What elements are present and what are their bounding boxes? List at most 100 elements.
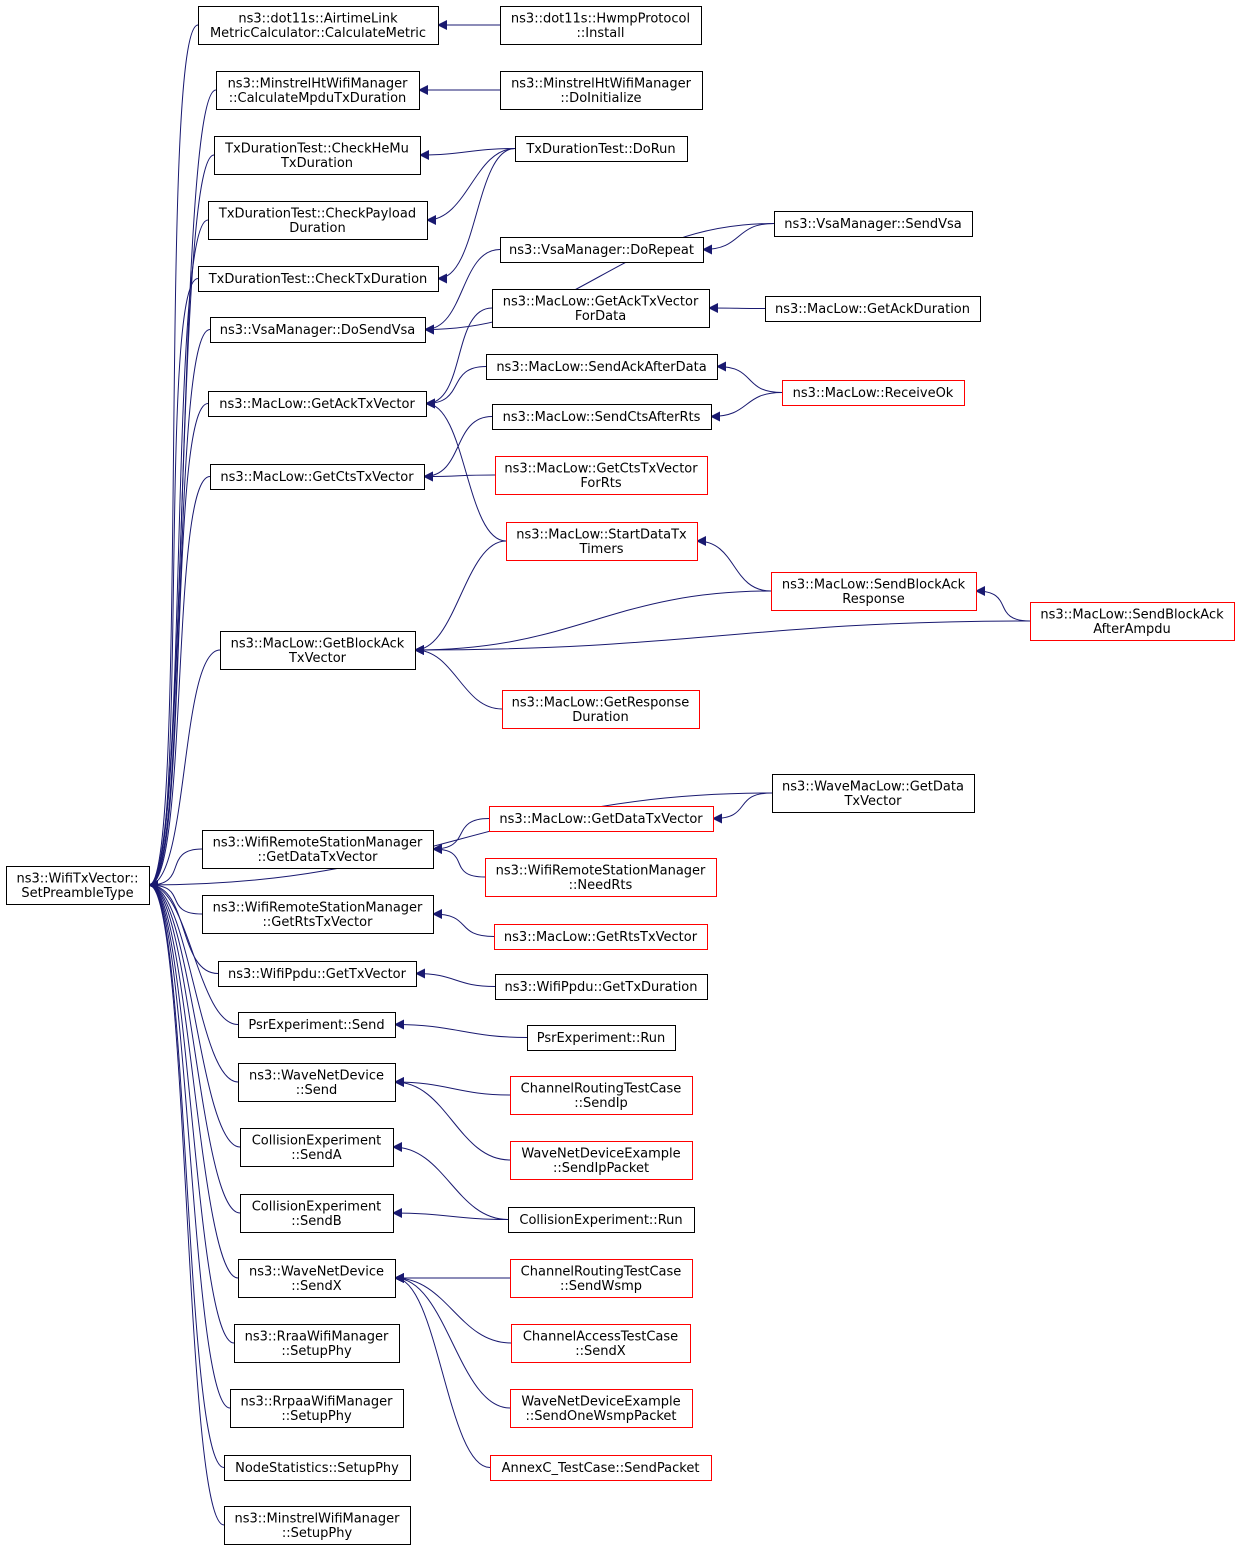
node-wndeSendWsmp-label-line-2: ::SendOneWsmpPacket xyxy=(525,1409,676,1424)
node-annexC-label-line-1: AnnexC_TestCase::SendPacket xyxy=(502,1461,700,1476)
node-getAckDur[interactable]: ns3::MacLow::GetAckDuration xyxy=(765,296,981,322)
node-mhtInit-box xyxy=(500,71,703,110)
node-crtSendWsmp[interactable]: ChannelRoutingTestCase::SendWsmp xyxy=(510,1259,693,1298)
node-waveSend-label-line-1: ns3::WaveNetDevice xyxy=(249,1068,384,1083)
edge-rraa-to-root xyxy=(148,880,235,1344)
node-sendCtsAfterRts[interactable]: ns3::MacLow::SendCtsAfterRts xyxy=(492,404,712,430)
node-minstrel[interactable]: ns3::MinstrelWifiManager::SetupPhy xyxy=(224,1506,411,1545)
node-waveGetData-box xyxy=(772,774,975,813)
node-wndeSendWsmp[interactable]: WaveNetDeviceExample::SendOneWsmpPacket xyxy=(510,1389,693,1428)
node-needRts-label-line-2: ::NeedRts xyxy=(569,878,633,893)
node-getAckTxForData-box xyxy=(492,289,710,328)
edge-sendAckAfterData-to-getAckTx xyxy=(425,366,487,409)
node-macGetData[interactable]: ns3::MacLow::GetDataTxVector xyxy=(489,806,714,832)
edge-annexC-to-waveSendX xyxy=(394,1273,491,1468)
node-doSendVsa-box xyxy=(210,317,426,343)
node-catSendX-box xyxy=(511,1324,691,1363)
node-ppduGetTx[interactable]: ns3::WifiPpdu::GetTxVector xyxy=(218,961,417,987)
node-root[interactable]: ns3::WifiTxVector::SetPreambleType xyxy=(6,866,150,905)
node-waveGetData[interactable]: ns3::WaveMacLow::GetDataTxVector xyxy=(772,774,975,813)
node-rsmGetData-label-line-1: ns3::WifiRemoteStationManager xyxy=(213,835,423,850)
edge-doRepeat-to-doSendVsa xyxy=(424,249,501,335)
node-rrpaa-box xyxy=(230,1389,404,1428)
node-psrSend[interactable]: PsrExperiment::Send xyxy=(238,1012,396,1038)
node-ppduGetDur[interactable]: ns3::WifiPpdu::GetTxDuration xyxy=(495,974,708,1000)
node-checkTxDur[interactable]: TxDurationTest::CheckTxDuration xyxy=(198,266,439,292)
node-catSendX[interactable]: ChannelAccessTestCase::SendX xyxy=(511,1324,691,1363)
node-collRun[interactable]: CollisionExperiment::Run xyxy=(508,1207,695,1233)
node-doRepeat-box xyxy=(500,237,704,263)
node-sendVsa[interactable]: ns3::VsaManager::SendVsa xyxy=(774,211,973,237)
node-rsmGetRts-label-line-1: ns3::WifiRemoteStationManager xyxy=(213,900,423,915)
node-getAckTx[interactable]: ns3::MacLow::GetAckTxVector xyxy=(208,391,427,417)
node-rrpaa[interactable]: ns3::RrpaaWifiManager::SetupPhy xyxy=(230,1389,404,1428)
node-receiveOk[interactable]: ns3::MacLow::ReceiveOk xyxy=(782,380,965,406)
node-rsmGetData[interactable]: ns3::WifiRemoteStationManager::GetDataTx… xyxy=(202,830,434,869)
node-rraa-label-line-2: ::SetupPhy xyxy=(281,1344,352,1359)
node-checkPayload-box xyxy=(208,201,428,240)
node-getAckDur-box xyxy=(765,296,981,322)
node-macGetRts[interactable]: ns3::MacLow::GetRtsTxVector xyxy=(494,924,708,950)
node-sendAckAfterData[interactable]: ns3::MacLow::SendAckAfterData xyxy=(486,354,718,380)
edge-getAckTxForData-to-getAckTx xyxy=(425,307,493,409)
node-mhtCalc[interactable]: ns3::MinstrelHtWifiManager::CalculateMpd… xyxy=(216,71,420,110)
edge-sendVsa-to-doSendVsa xyxy=(424,223,775,335)
edge-collRun-to-collA xyxy=(392,1142,509,1220)
node-rsmGetData-box xyxy=(202,830,434,869)
node-crtSendIp[interactable]: ChannelRoutingTestCase::SendIp xyxy=(510,1076,693,1115)
edge-checkHeMu-to-root xyxy=(148,154,215,890)
node-startDataTx-box xyxy=(506,522,698,561)
node-root-label-line-1: ns3::WifiTxVector:: xyxy=(16,871,138,886)
edge-doRun-to-checkHeMu xyxy=(419,148,516,160)
edge-needRts-to-rsmGetData xyxy=(432,844,486,878)
edge-rsmGetData-to-root xyxy=(148,848,203,890)
node-annexC[interactable]: AnnexC_TestCase::SendPacket xyxy=(490,1455,712,1481)
node-mhtInit[interactable]: ns3::MinstrelHtWifiManager::DoInitialize xyxy=(500,71,703,110)
node-wndeSendIp-label-line-1: WaveNetDeviceExample xyxy=(521,1146,680,1161)
node-needRts[interactable]: ns3::WifiRemoteStationManager::NeedRts xyxy=(485,858,717,897)
node-waveSend[interactable]: ns3::WaveNetDevice::Send xyxy=(238,1063,396,1102)
node-getCtsTx[interactable]: ns3::MacLow::GetCtsTxVector xyxy=(210,464,425,490)
node-collA-label-line-1: CollisionExperiment xyxy=(252,1133,382,1148)
node-macGetData-label-line-1: ns3::MacLow::GetDataTxVector xyxy=(499,812,703,827)
node-collB[interactable]: CollisionExperiment::SendB xyxy=(240,1194,394,1233)
node-doRepeat[interactable]: ns3::VsaManager::DoRepeat xyxy=(500,237,704,263)
node-rsmGetRts[interactable]: ns3::WifiRemoteStationManager::GetRtsTxV… xyxy=(202,895,434,934)
node-collA[interactable]: CollisionExperiment::SendA xyxy=(240,1128,394,1167)
edge-getBlockAckTx-to-root xyxy=(148,649,221,890)
node-doSendVsa[interactable]: ns3::VsaManager::DoSendVsa xyxy=(210,317,426,343)
node-psrRun[interactable]: PsrExperiment::Run xyxy=(527,1025,676,1051)
edge-sendCtsAfterRts-to-getCtsTx xyxy=(423,416,493,482)
node-getCtsTx-box xyxy=(210,464,425,490)
node-calcMetric[interactable]: ns3::dot11s::AirtimeLinkMetricCalculator… xyxy=(198,6,439,45)
node-macGetRts-label-line-1: ns3::MacLow::GetRtsTxVector xyxy=(504,930,698,945)
edge-wndeSendIp-to-waveSend xyxy=(394,1077,511,1161)
node-waveSendX-box xyxy=(238,1259,396,1298)
node-hwmpInstall[interactable]: ns3::dot11s::HwmpProtocol::Install xyxy=(500,6,702,45)
node-rrpaa-label-line-1: ns3::RrpaaWifiManager xyxy=(241,1394,394,1409)
node-rraa[interactable]: ns3::RraaWifiManager::SetupPhy xyxy=(234,1324,400,1363)
node-wndeSendIp[interactable]: WaveNetDeviceExample::SendIpPacket xyxy=(510,1141,693,1180)
node-waveSendX[interactable]: ns3::WaveNetDevice::SendX xyxy=(238,1259,396,1298)
node-getBlockAckTx-label-line-1: ns3::MacLow::GetBlockAck xyxy=(231,636,405,651)
node-sendCtsAfterRts-box xyxy=(492,404,712,430)
edge-doSendVsa-to-root xyxy=(148,329,211,890)
edge-calcMetric-to-root xyxy=(148,24,199,890)
node-nodeStats[interactable]: NodeStatistics::SetupPhy xyxy=(224,1455,411,1481)
edge-nodeStats-to-root xyxy=(148,880,225,1468)
node-nodeStats-box xyxy=(224,1455,411,1481)
node-needRts-label-line-1: ns3::WifiRemoteStationManager xyxy=(496,863,706,878)
node-crtSendIp-box xyxy=(510,1076,693,1115)
edge-startDataTx-to-getBlockAckTx xyxy=(414,540,507,655)
edge-psrSend-to-root xyxy=(148,880,239,1025)
node-doRun[interactable]: TxDurationTest::DoRun xyxy=(515,136,688,162)
